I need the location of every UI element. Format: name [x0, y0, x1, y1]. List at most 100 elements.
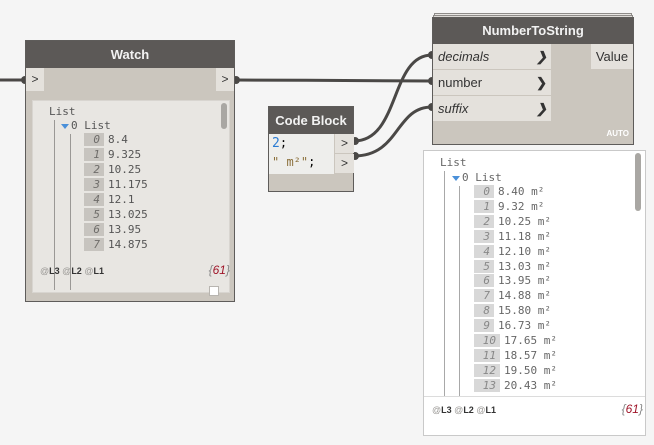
list-item-value: 13.95 m² [498, 274, 551, 288]
list-item-index: 7 [84, 238, 104, 251]
list-item-value: 13.025 [108, 208, 148, 221]
code-line-2: " m²"; [272, 155, 316, 169]
list-item-value: 17.65 m² [504, 334, 557, 347]
watch-input-port[interactable]: > [26, 68, 44, 91]
list-item-index: 13 [474, 378, 500, 392]
list-item-value: 14.875 [108, 238, 148, 251]
list-item: 5 13.03 m² [474, 259, 551, 273]
code-output-port-2[interactable]: > [335, 154, 354, 173]
list-item-index: 2 [84, 163, 104, 176]
list-item: 7 14.88 m² [474, 289, 551, 303]
list-item-value: 11.175 [108, 178, 148, 191]
list-item-value: 8.4 [108, 133, 128, 146]
list-item: 6 13.95 m² [474, 274, 551, 288]
number-to-string-title: NumberToString [433, 18, 633, 44]
list-item-index: 3 [474, 229, 494, 243]
pin-checkbox[interactable] [209, 286, 219, 296]
list-levels: @L3 @L2 @L1 [40, 266, 104, 276]
chevron-right-icon: ❯ [536, 75, 547, 90]
list-item-index: 5 [84, 208, 104, 221]
list-item-value: 10.25 m² [498, 214, 551, 228]
list-item-index: 2 [474, 214, 494, 228]
code-editor[interactable]: 2; " m²"; [269, 134, 334, 174]
list-item-value: 16.73 m² [498, 319, 551, 333]
list-item: 5 13.025 [84, 208, 148, 221]
list-item-value: 13.95 [108, 223, 142, 236]
expand-triangle-icon[interactable] [61, 123, 69, 129]
code-block-node[interactable]: Code Block 2; " m²"; > > [268, 106, 354, 192]
tree-guide-line [444, 171, 445, 396]
tree-guide-line [54, 120, 55, 290]
list-item-index: 9 [474, 319, 494, 333]
watch-output-port[interactable]: > [216, 68, 234, 91]
list-item-value: 12.1 [108, 193, 135, 206]
tree-sublist[interactable]: 0 List [61, 119, 111, 132]
input-port-number[interactable]: number❯ [433, 70, 551, 95]
list-item-value: 20.43 m² [504, 378, 557, 392]
list-item: 3 11.18 m² [474, 229, 551, 243]
list-item-index: 1 [474, 199, 494, 213]
list-item-value: 10.25 [108, 163, 142, 176]
list-item: 2 10.25 m² [474, 214, 551, 228]
list-item-value: 19.50 m² [504, 363, 557, 377]
list-levels: @L3 @L2 @L1 [432, 405, 496, 415]
wire-code-2-to-decimals [353, 53, 433, 143]
list-item: 9 16.73 m² [474, 319, 551, 333]
chevron-right-icon: ❯ [536, 101, 547, 116]
list-item: 12 19.50 m² [474, 363, 557, 377]
list-item: 11 18.57 m² [474, 348, 557, 362]
tree-sublist[interactable]: 0 List [452, 171, 502, 184]
list-item-value: 9.325 [108, 148, 142, 161]
expand-triangle-icon[interactable] [452, 175, 460, 181]
list-item: 13 20.43 m² [474, 378, 557, 392]
watch-node-title: Watch [26, 41, 234, 68]
list-item-value: 18.57 m² [504, 348, 557, 362]
list-item-index: 8 [474, 304, 494, 318]
list-item-index: 12 [474, 363, 500, 377]
code-block-title: Code Block [269, 107, 353, 134]
tree-guide-line [70, 134, 71, 290]
list-item-index: 1 [84, 148, 104, 161]
number-to-string-node[interactable]: NumberToString decimals❯ number❯ suffix❯… [432, 17, 634, 145]
scrollbar-thumb[interactable] [221, 103, 227, 129]
lacing-indicator: AUTO [606, 129, 629, 138]
list-item-value: 15.80 m² [498, 304, 551, 318]
chevron-right-icon: ❯ [536, 49, 547, 64]
list-item-index: 11 [474, 348, 500, 362]
output-port-value[interactable]: Value [591, 44, 633, 69]
tree-guide-line [459, 186, 460, 396]
list-item-index: 7 [474, 289, 494, 303]
wire-code-suffix-to-suffix [353, 105, 433, 158]
input-port-decimals[interactable]: decimals❯ [433, 44, 551, 69]
list-item: 1 9.325 [84, 148, 141, 161]
code-line-1: 2; [272, 136, 288, 151]
scrollbar-thumb[interactable] [635, 153, 641, 211]
list-item-index: 0 [84, 133, 104, 146]
list-item-value: 13.03 m² [498, 259, 551, 273]
list-item-value: 11.18 m² [498, 229, 551, 243]
list-item: 7 14.875 [84, 238, 148, 251]
tree-root-label: List [49, 105, 76, 118]
wire-watch-to-number [234, 78, 433, 83]
list-item-index: 5 [474, 259, 494, 273]
list-item-index: 6 [474, 274, 494, 288]
tree-root-label: List [440, 156, 467, 169]
code-output-port-1[interactable]: > [335, 134, 354, 153]
list-item-value: 8.40 m² [498, 185, 545, 198]
input-port-suffix[interactable]: suffix❯ [433, 96, 551, 121]
item-count: {61} [208, 263, 230, 277]
list-item-value: 14.88 m² [498, 289, 551, 303]
